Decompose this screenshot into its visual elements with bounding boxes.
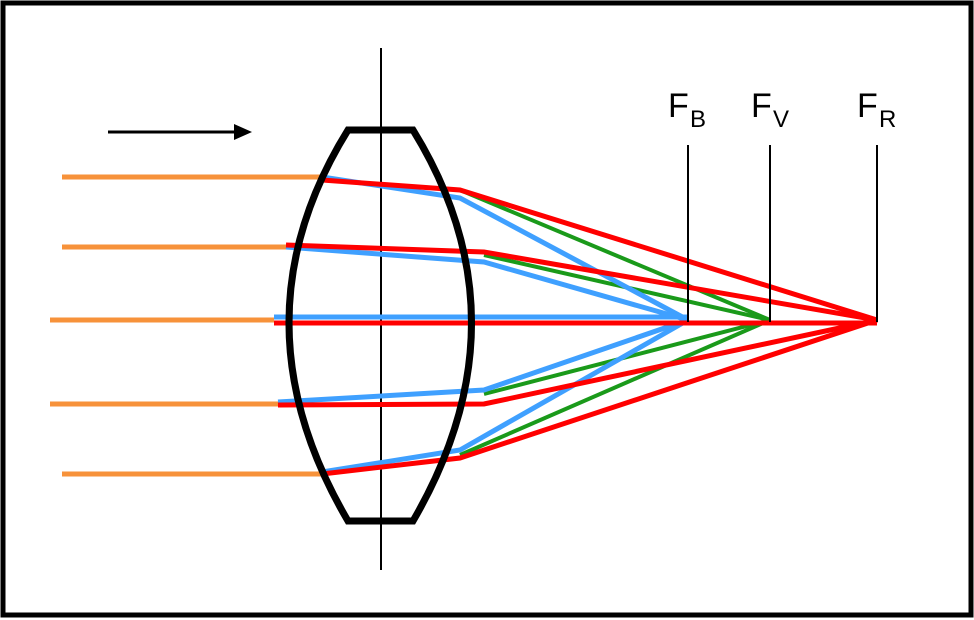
focal-markers [687, 145, 878, 322]
red-rays [274, 177, 878, 477]
focal-label-visible-letter: F [751, 87, 772, 125]
red-ray-1 [321, 177, 878, 323]
blue-ray-5 [321, 317, 690, 475]
focal-label-red-subscript: R [879, 106, 896, 133]
blue-ray-4 [277, 317, 689, 405]
convex-lens [285, 126, 475, 525]
focal-label-red-letter: F [857, 87, 878, 125]
focal-label-blue-subscript: B [690, 106, 706, 133]
blue-ray-2 [285, 244, 689, 323]
focal-label-visible: F V [751, 87, 789, 133]
red-ray-2 [285, 242, 878, 323]
green-ray-1 [459, 188, 771, 322]
red-ray-4 [277, 317, 878, 408]
focal-label-blue-letter: F [668, 87, 689, 125]
focal-label-visible-subscript: V [773, 106, 789, 133]
focal-label-red: F R [857, 87, 896, 133]
focal-label-blue: F B [668, 87, 706, 133]
red-ray-5 [321, 317, 878, 477]
green-ray-5 [459, 318, 771, 457]
light-direction-arrow [108, 124, 252, 140]
incoming-rays [50, 174, 322, 477]
